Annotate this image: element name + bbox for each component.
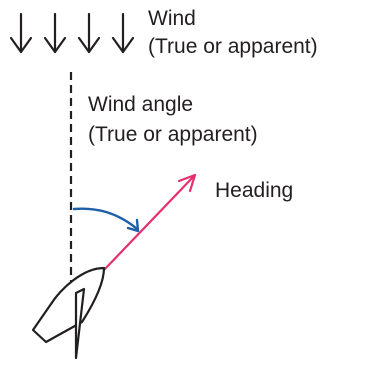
- wind-angle-arc: [74, 209, 137, 229]
- down-arrow-icon: [79, 14, 99, 52]
- wind-angle-label: Wind angle: [88, 91, 193, 118]
- boat-sail: [76, 289, 84, 358]
- boat-hull: [33, 268, 104, 342]
- wind-angle-mode-label: (True or apparent): [88, 121, 258, 148]
- down-arrow-icon: [11, 14, 31, 52]
- wind-arrows: [11, 14, 133, 52]
- wind-label: Wind: [148, 5, 196, 32]
- down-arrow-icon: [45, 14, 65, 52]
- wind-mode-label: (True or apparent): [148, 33, 318, 60]
- down-arrow-icon: [113, 14, 133, 52]
- sailboat-icon: [33, 268, 104, 358]
- heading-arrow-icon: [104, 175, 195, 270]
- heading-label: Heading: [215, 177, 293, 204]
